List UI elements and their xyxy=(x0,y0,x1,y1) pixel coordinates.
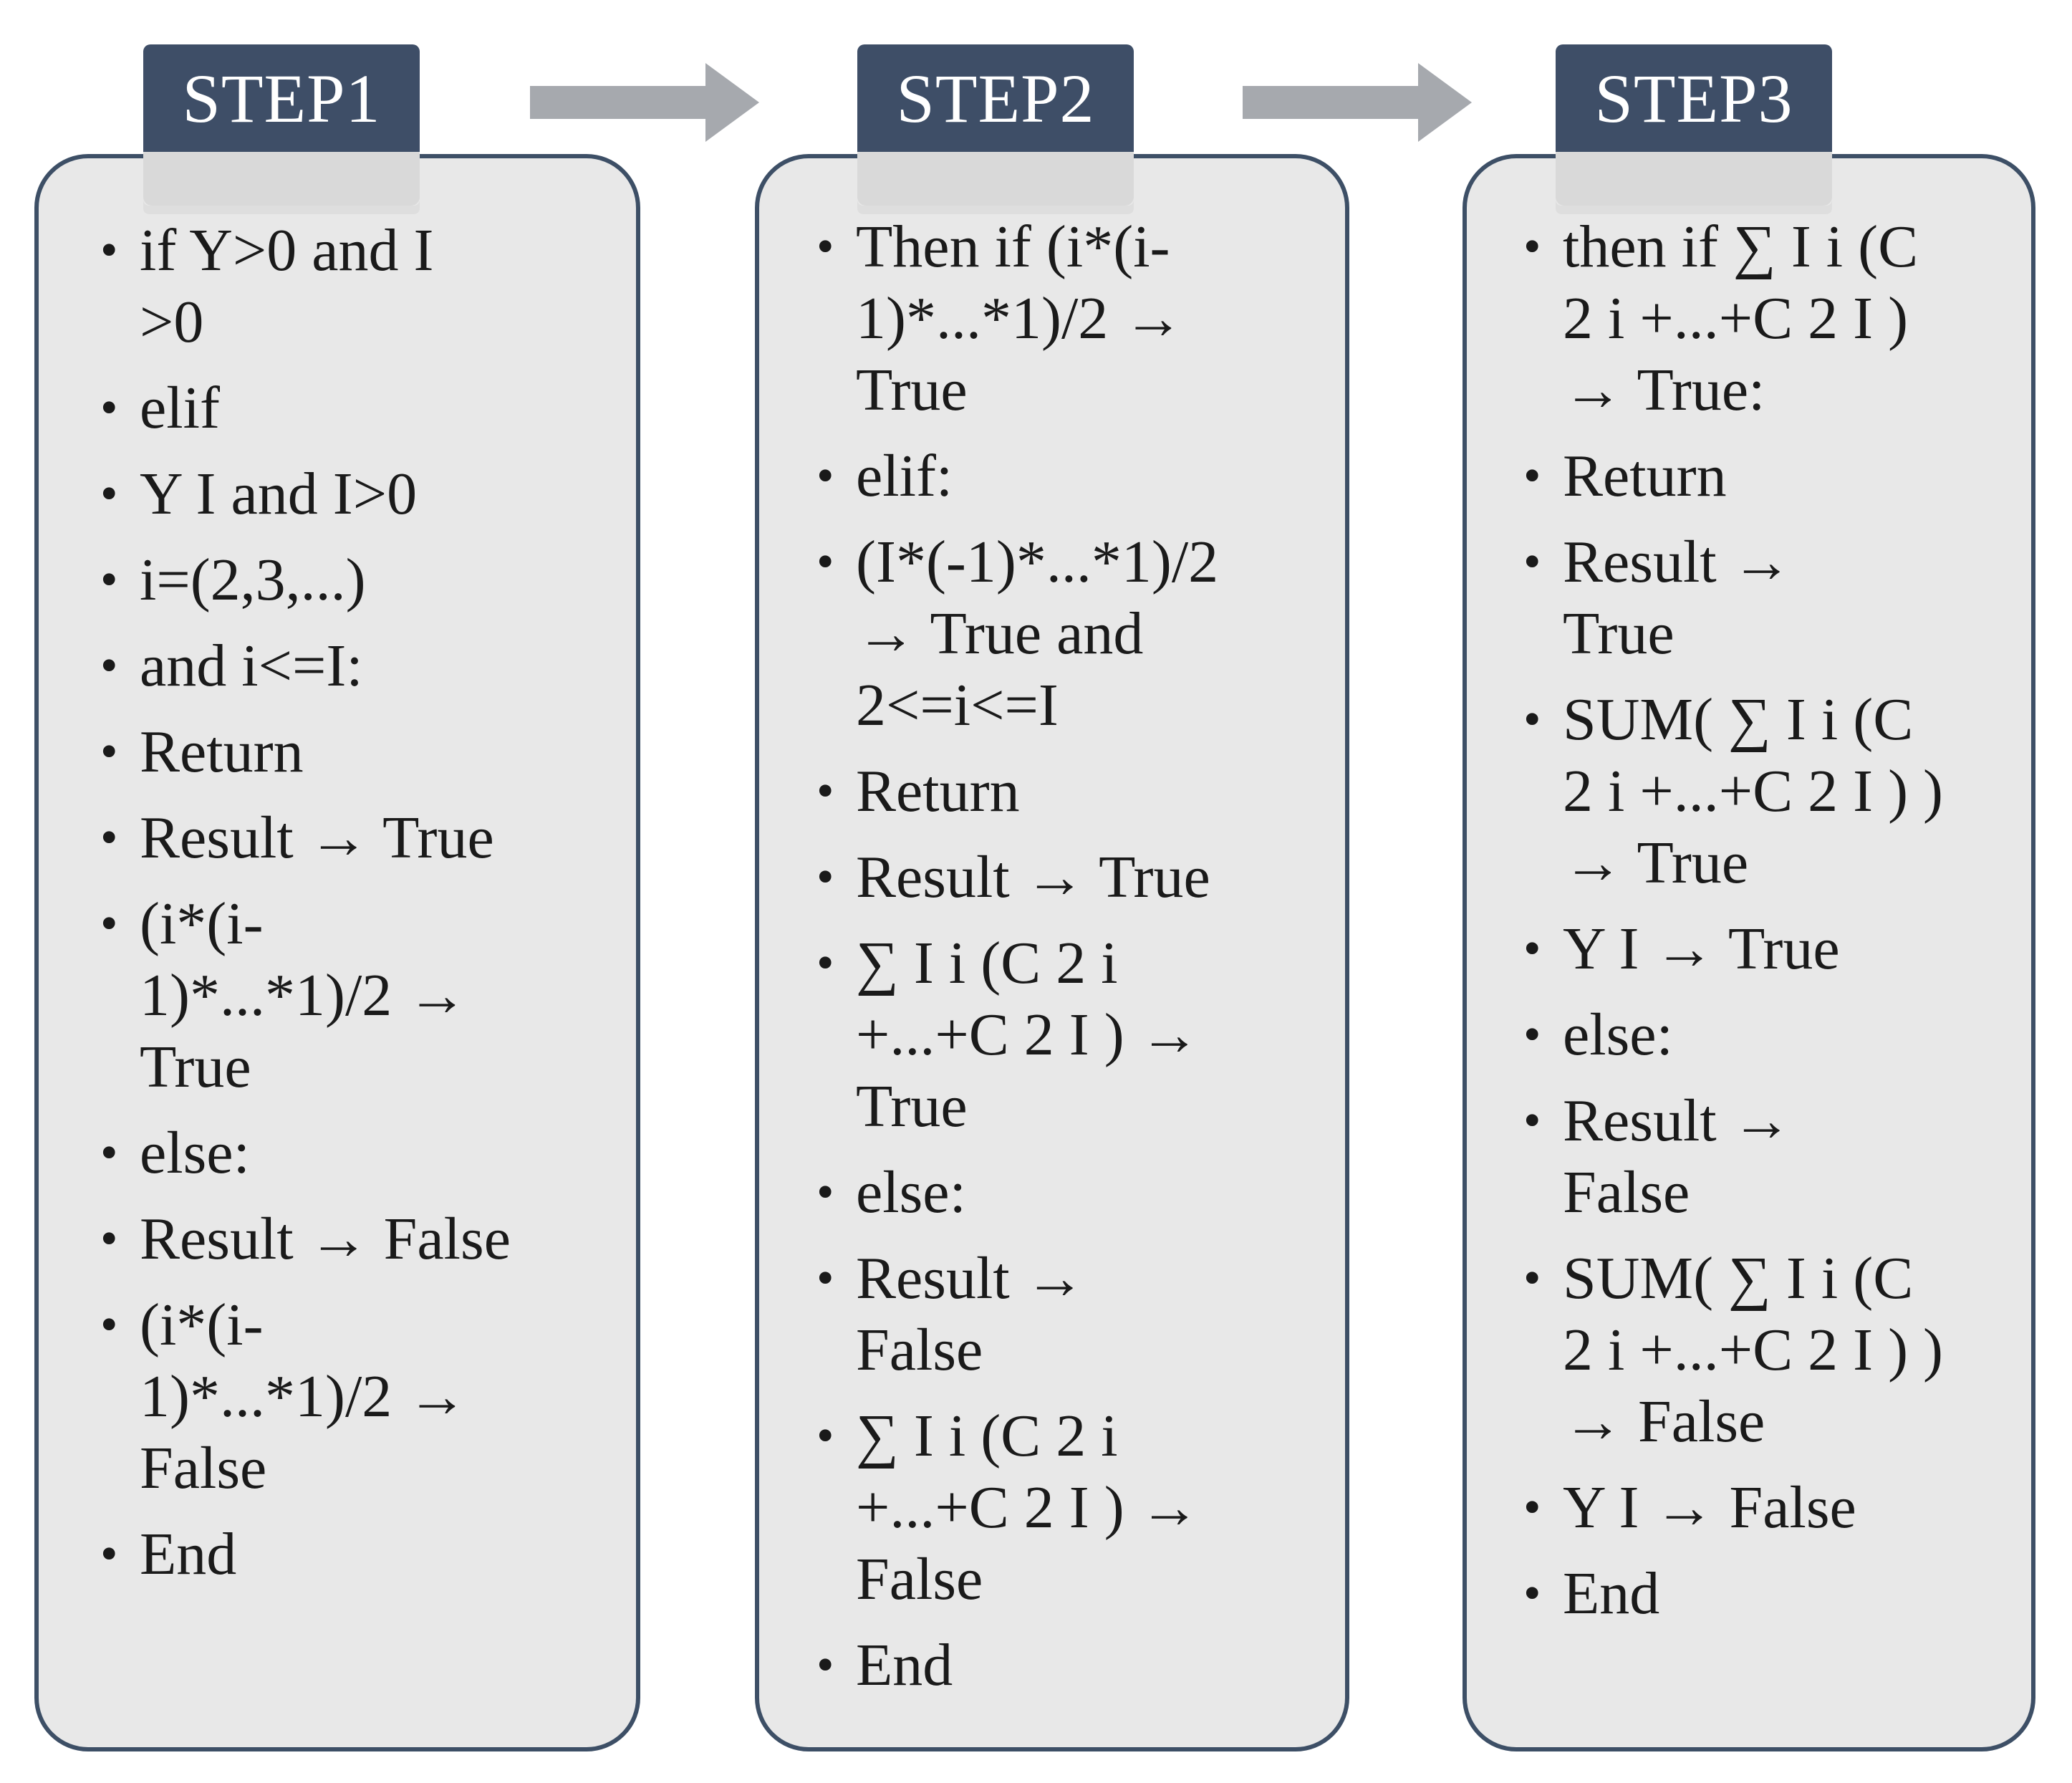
list-item: i=(2,3,...) xyxy=(100,544,602,616)
list-item: then if ∑ I i (C 2 i +...+C 2 I ) → True… xyxy=(1523,211,2025,426)
list-item: else: xyxy=(816,1157,1332,1229)
step3-header: STEP3 xyxy=(1556,44,1832,206)
list-item: elif: xyxy=(816,441,1332,512)
list-item: Then if (i*(i- 1)*...*1)/2 → True xyxy=(816,211,1332,426)
list-item: ∑ I i (C 2 i +...+C 2 I ) → True xyxy=(816,928,1332,1143)
list-item: End xyxy=(1523,1558,2025,1630)
list-item: elif xyxy=(100,373,602,444)
list-item: Y I and I>0 xyxy=(100,458,602,530)
list-item: (i*(i- 1)*...*1)/2 → True xyxy=(100,888,602,1103)
step2-list: Then if (i*(i- 1)*...*1)/2 → True elif: … xyxy=(816,211,1332,1716)
list-item: Result → False xyxy=(816,1243,1332,1386)
step2-header: STEP2 xyxy=(857,44,1134,206)
step3-list: then if ∑ I i (C 2 i +...+C 2 I ) → True… xyxy=(1523,211,2025,1644)
list-item: Return xyxy=(816,756,1332,827)
list-item: Return xyxy=(1523,441,2025,512)
step1-title: STEP1 xyxy=(143,44,420,152)
step1-list: if Y>0 and I >0 elif Y I and I>0 i=(2,3,… xyxy=(100,215,602,1605)
list-item: SUM( ∑ I i (C 2 i +...+C 2 I ) ) → True xyxy=(1523,684,2025,899)
list-item: End xyxy=(816,1630,1332,1701)
list-item: Result → False xyxy=(100,1203,602,1275)
step3-title: STEP3 xyxy=(1556,44,1832,152)
list-item: Y I → True xyxy=(1523,913,2025,985)
step2-title: STEP2 xyxy=(857,44,1134,152)
list-item: (I*(-1)*...*1)/2 → True and 2<=i<=I xyxy=(816,527,1332,741)
step1-header: STEP1 xyxy=(143,44,420,206)
list-item: Result → True xyxy=(816,842,1332,913)
list-item: and i<=I: xyxy=(100,630,602,702)
list-item: Result → True xyxy=(1523,527,2025,670)
list-item: else: xyxy=(100,1118,602,1189)
list-item: SUM( ∑ I i (C 2 i +...+C 2 I ) ) → False xyxy=(1523,1243,2025,1458)
list-item: Return xyxy=(100,716,602,788)
list-item: Result → False xyxy=(1523,1085,2025,1229)
list-item: (i*(i- 1)*...*1)/2 → False xyxy=(100,1289,602,1504)
list-item: else: xyxy=(1523,999,2025,1071)
list-item: End xyxy=(100,1519,602,1590)
list-item: if Y>0 and I >0 xyxy=(100,215,602,358)
list-item: Result → True xyxy=(100,802,602,874)
step1-to-step2-arrow-icon xyxy=(530,63,759,142)
step2-to-step3-arrow-icon xyxy=(1243,63,1472,142)
list-item: Y I → False xyxy=(1523,1472,2025,1544)
list-item: ∑ I i (C 2 i +...+C 2 I ) → False xyxy=(816,1400,1332,1615)
